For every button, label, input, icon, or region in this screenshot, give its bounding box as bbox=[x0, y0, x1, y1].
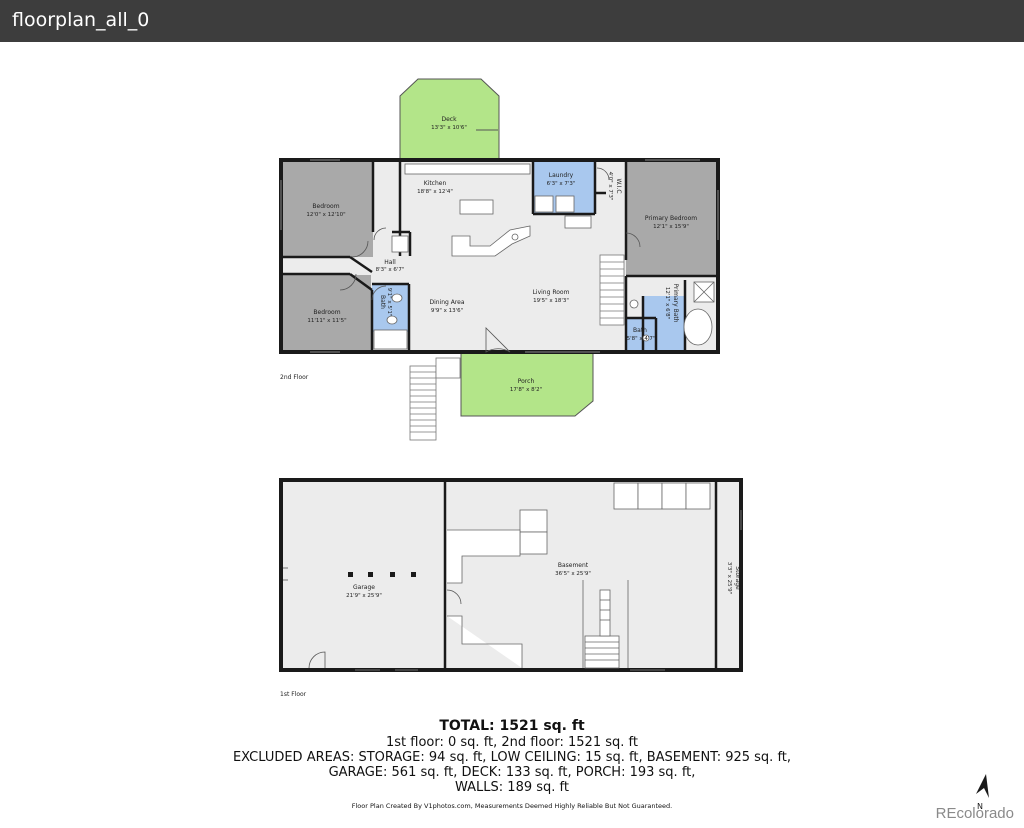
compass-letter: N bbox=[977, 802, 983, 811]
second-floor-label: 2nd Floor bbox=[280, 374, 309, 381]
summary-excluded-1: EXCLUDED AREAS: STORAGE: 94 sq. ft, LOW … bbox=[232, 750, 792, 765]
interior-stairs bbox=[599, 254, 625, 326]
room-dims-kitchen: 18'8" x 12'4" bbox=[417, 189, 453, 195]
window-title: floorplan_all_0 bbox=[12, 9, 150, 31]
kitchen-fixtures bbox=[404, 163, 592, 257]
room-dims-dining: 9'9" x 13'6" bbox=[431, 308, 463, 314]
summary-walls: WALLS: 189 sq. ft bbox=[455, 780, 569, 795]
watermark-logo: REcolorado bbox=[935, 805, 1014, 822]
room-dims-bedroom2: 11'11" x 11'5" bbox=[307, 318, 346, 324]
room-name-hall: Hall bbox=[384, 259, 396, 266]
basement-fixtures bbox=[447, 482, 711, 669]
room-name-laundry: Laundry bbox=[549, 172, 574, 179]
room-dims-basement: 36'5" x 25'9" bbox=[555, 571, 591, 577]
windows bbox=[280, 159, 719, 353]
bath2-area bbox=[626, 318, 656, 350]
first-floor-labels: Garage 21'9" x 25'9" Basement 36'5" x 25… bbox=[280, 562, 741, 698]
room-dims-living: 19'5" x 18'3" bbox=[533, 298, 569, 304]
first-floor: Garage 21'9" x 25'9" Basement 36'5" x 25… bbox=[279, 478, 743, 698]
room-name-bath2: Bath bbox=[633, 327, 647, 334]
room-dims-bedroom1: 12'0" x 12'10" bbox=[306, 212, 345, 218]
second-floor-labels: Deck 13'3" x 10'6" Kitchen 18'8" x 12'4"… bbox=[280, 116, 697, 393]
room-dims-bath: 9'1" x 5'1" bbox=[386, 288, 392, 317]
room-name-bedroom2: Bedroom bbox=[313, 309, 340, 316]
room-name-living: Living Room bbox=[533, 289, 570, 296]
room-dims-hall: 8'3" x 6'7" bbox=[376, 267, 405, 273]
room-name-garage: Garage bbox=[353, 584, 375, 591]
porch-stairs bbox=[409, 357, 461, 441]
room-name-primary-bath: Primary Bath bbox=[672, 283, 679, 322]
room-dims-bath2: 5'8" x 4'7" bbox=[627, 336, 656, 342]
door-swings bbox=[339, 167, 641, 353]
room-name-dining: Dining Area bbox=[429, 299, 464, 306]
room-dims-laundry: 6'3" x 7'3" bbox=[547, 181, 576, 187]
second-floor: Deck 13'3" x 10'6" Kitchen 18'8" x 12'4"… bbox=[279, 78, 720, 441]
room-dims-wic: 4'0" x 7'3" bbox=[607, 172, 613, 201]
room-dims-storage: 3'3" x 25'9" bbox=[726, 562, 732, 594]
room-name-kitchen: Kitchen bbox=[424, 180, 447, 187]
bath-fixtures bbox=[373, 235, 715, 350]
credit-text: Floor Plan Created By V1photos.com, Meas… bbox=[351, 802, 673, 810]
floorplan-drawing: Deck 13'3" x 10'6" Kitchen 18'8" x 12'4"… bbox=[279, 78, 743, 698]
summary-floor-areas: 1st floor: 0 sq. ft, 2nd floor: 1521 sq.… bbox=[386, 735, 638, 750]
room-name-basement: Basement bbox=[558, 562, 589, 569]
room-name-bath: Bath bbox=[379, 295, 386, 309]
summary-total: TOTAL: 1521 sq. ft bbox=[439, 718, 585, 734]
room-dims-garage: 21'9" x 25'9" bbox=[346, 593, 382, 599]
room-name-porch: Porch bbox=[518, 378, 535, 385]
room-name-bedroom1: Bedroom bbox=[312, 203, 339, 210]
room-name-primary-bedroom: Primary Bedroom bbox=[645, 215, 697, 222]
room-dims-deck: 13'3" x 10'6" bbox=[431, 125, 467, 131]
bedroom2-area bbox=[283, 275, 371, 350]
window-titlebar: floorplan_all_0 bbox=[0, 0, 1024, 42]
room-name-storage: Storage bbox=[734, 566, 741, 590]
room-name-deck: Deck bbox=[441, 116, 457, 123]
garage-posts bbox=[348, 572, 416, 577]
primary-bedroom-area bbox=[626, 162, 716, 276]
room-dims-primary-bedroom: 12'1" x 15'9" bbox=[653, 224, 689, 230]
room-dims-primary-bath: 12'1" x 6'8" bbox=[664, 287, 670, 319]
room-dims-porch: 17'8" x 8'2" bbox=[510, 387, 542, 393]
bedroom1-area bbox=[283, 162, 373, 257]
north-arrow-icon: N bbox=[976, 774, 989, 811]
first-floor-label: 1st Floor bbox=[280, 691, 307, 698]
room-name-wic: W.I.C bbox=[615, 178, 622, 193]
summary-excluded-2: GARAGE: 561 sq. ft, DECK: 133 sq. ft, PO… bbox=[328, 765, 696, 780]
